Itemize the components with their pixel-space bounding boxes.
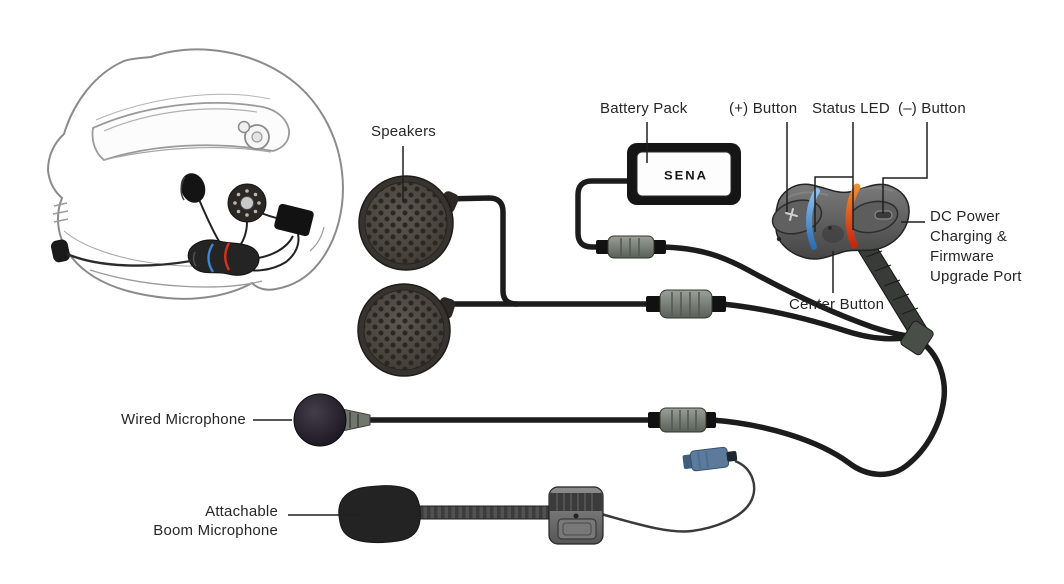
connector-battery <box>596 235 666 259</box>
boom-mic-label-line1: Attachable <box>205 503 278 520</box>
battery-pack <box>627 143 741 205</box>
wired-mic-label: Wired Microphone <box>121 411 246 428</box>
connector-boom-mic-blue <box>682 446 738 472</box>
plus-button-label: (+) Button <box>729 100 798 117</box>
connector-speakers <box>646 289 726 319</box>
helmet-boom-mic <box>51 239 70 263</box>
battery-pack-label: Battery Pack <box>600 100 688 117</box>
status-led-label: Status LED <box>812 100 890 117</box>
speaker-bottom <box>357 283 456 377</box>
boom-microphone <box>338 485 557 544</box>
center-button <box>822 225 844 243</box>
boom-mic-clamp <box>548 486 604 545</box>
helmet-mount-dial <box>227 183 267 223</box>
helmet-speaker <box>180 173 206 203</box>
dc-port-label-line3: Firmware <box>930 248 995 265</box>
leader-lines <box>253 122 928 516</box>
dc-port-label-line2: Charging & <box>930 228 1008 245</box>
cable-speaker-top <box>441 195 520 307</box>
helmet-illustration <box>46 48 344 300</box>
speaker-top <box>358 175 459 271</box>
status-led-red <box>845 183 861 249</box>
helmet-battery-pack <box>274 203 314 237</box>
dc-port-label-line4: Upgrade Port <box>930 268 1022 285</box>
boom-mic-label: Attachable Boom Microphone <box>148 502 278 540</box>
boom-mic-foam <box>338 485 421 544</box>
dc-port-label-line1: DC Power <box>930 208 1000 225</box>
cable-harness <box>357 178 948 478</box>
sena-brand-logo: SENA <box>663 168 709 183</box>
helmet-control-unit <box>187 239 260 276</box>
plus-glyph <box>785 208 798 221</box>
wired-microphone <box>293 393 371 447</box>
connector-wired-mic <box>648 407 716 433</box>
chin-vents <box>52 202 69 223</box>
minus-button-leader <box>882 122 928 214</box>
status-led-leader-branch <box>814 176 853 232</box>
dc-port-label: DC Power Charging & Firmware Upgrade Por… <box>930 207 1022 287</box>
minus-button-label: (–) Button <box>898 100 966 117</box>
control-unit <box>771 183 910 260</box>
cable-boom-mic <box>600 459 756 533</box>
cable-battery <box>575 178 631 250</box>
boom-mic-label-line2: Boom Microphone <box>153 522 278 539</box>
speakers-label: Speakers <box>371 123 436 140</box>
center-button-label: Center Button <box>789 296 885 313</box>
